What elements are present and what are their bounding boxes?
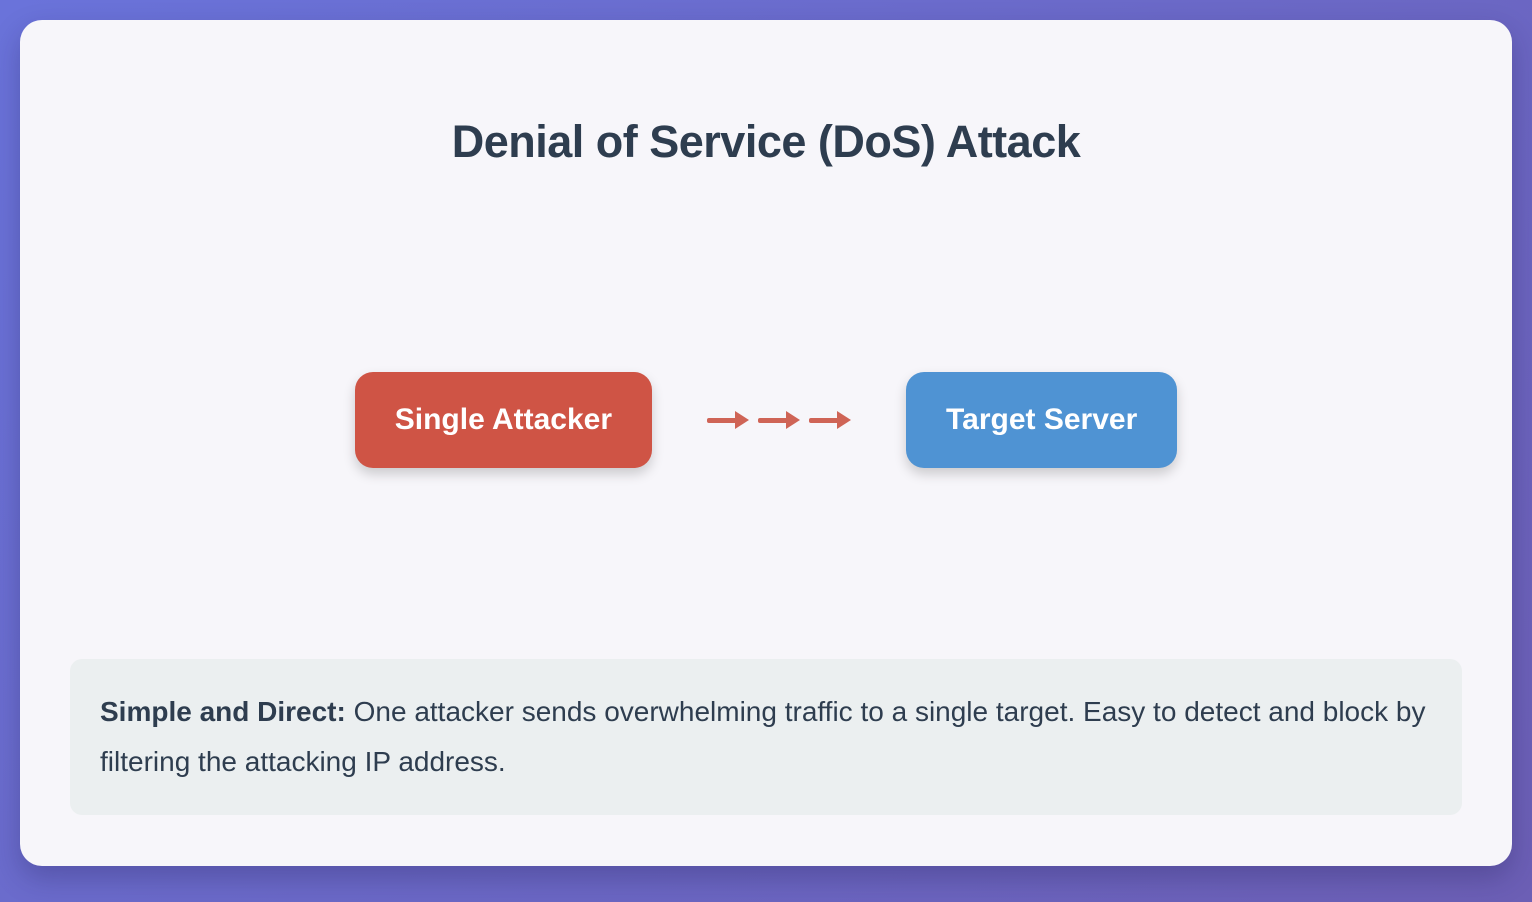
arrow-right-icon — [809, 411, 852, 429]
page-title: Denial of Service (DoS) Attack — [451, 116, 1081, 167]
description-body: One attacker sends overwhelming traffic … — [100, 696, 1426, 777]
dos-diagram: Single Attacker Target Server — [20, 372, 1512, 468]
description-lead: Simple and Direct: — [100, 696, 346, 727]
arrow-right-icon — [707, 411, 750, 429]
single-attacker-label: Single Attacker — [394, 403, 613, 436]
target-server-label: Target Server — [946, 403, 1138, 436]
single-attacker-node: Single Attacker — [354, 372, 653, 468]
arrow-right-icon — [758, 411, 801, 429]
content-card: Denial of Service (DoS) Attack Single At… — [20, 20, 1512, 866]
description-panel: Simple and Direct: One attacker sends ov… — [70, 659, 1462, 815]
target-server-node: Target Server — [906, 372, 1178, 468]
attack-traffic-arrows — [707, 411, 852, 429]
description-text: Simple and Direct: One attacker sends ov… — [100, 687, 1432, 787]
